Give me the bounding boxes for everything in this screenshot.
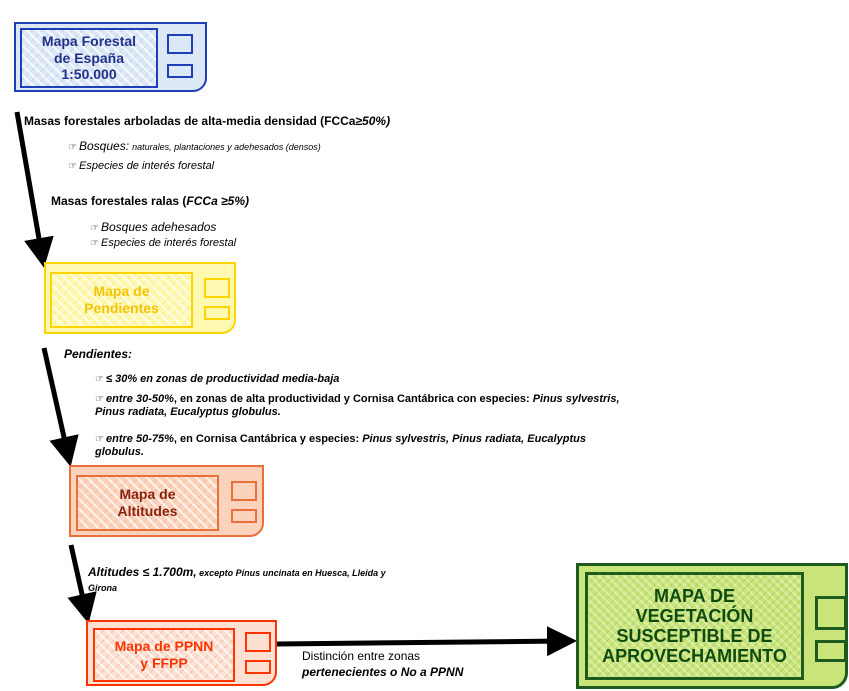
arrow-ppnn-to-vegetacion [276,626,577,657]
mapa-ppnn-side-square [245,632,271,652]
mapa-pendientes-box: Mapa de Pendientes [44,262,236,334]
step1b-heading-prefix: Masas forestales ralas ( [51,194,187,208]
mapa-vegetacion-line2: VEGETACIÓN [635,605,754,626]
step4-line1: Distinción entre zonas [302,649,421,663]
mapa-ppnn-line1: Mapa de PPNN [114,638,214,655]
mapa-ppnn-title: Mapa de PPNN y FFPP [93,628,235,682]
step1-especies-text: Especies de interés forestal [79,160,215,172]
step3-detail-2: Girona [88,583,118,593]
step2-item-3-species-b: globulus. [95,446,144,458]
mapa-vegetacion-title: MAPA DE VEGETACIÓN SUSCEPTIBLE DE APROVE… [585,572,804,680]
step2-item-2-range: entre 30-50% [106,393,174,405]
mapa-forestal-line3: 1:50.000 [61,66,117,83]
step1-bosques-label: Bosques: [79,139,130,153]
mapa-vegetacion-side-rect [815,640,847,662]
hand-pointer-icon: ☞ [95,374,104,385]
arrow-altitudes-to-ppnn [67,544,97,624]
step4-line2: pertenecientes o No a PPNN [302,665,464,679]
mapa-pendientes-line1: Mapa de [93,283,150,300]
step1-bosques-detail: naturales, plantaciones y adehesados (de… [132,142,321,152]
mapa-altitudes-side-square [231,481,257,501]
step2-item-1-text: ≤ 30% en zonas de productividad media-ba… [106,373,340,385]
step2-item-3-species-a: Pinus sylvestris, Pinus radiata, Eucalyp… [362,433,586,445]
mapa-forestal-title: Mapa Forestal de España 1:50.000 [20,28,158,88]
hand-pointer-icon: ☞ [95,434,104,445]
step2-item-3-desc: , en Cornisa Cantábrica y especies: [173,433,363,445]
step2-item-2-species-a: Pinus sylvestris, [532,393,620,405]
step1-heading-value: 50%) [362,114,391,128]
step2-item-2: ☞entre 30-50%, en zonas de alta producti… [95,393,620,418]
step1-bosques-item: ☞Bosques: naturales, plantaciones y adeh… [68,139,321,153]
hand-pointer-icon: ☞ [90,238,99,249]
mapa-pendientes-line2: Pendientes [84,300,159,316]
step1-heading: Masas forestales arboladas de alta-media… [24,114,390,128]
mapa-altitudes-box: Mapa de Altitudes [69,465,264,537]
step1b-item-2: ☞Especies de interés forestal [90,237,236,249]
mapa-ppnn-line2: y FFPP [140,655,188,671]
step2-heading: Pendientes: [64,347,133,361]
step1b-item-1-text: Bosques adehesados [101,220,217,234]
mapa-pendientes-side-square [204,278,230,298]
mapa-altitudes-title: Mapa de Altitudes [76,475,219,531]
step1b-heading: Masas forestales ralas (FCCa ≥5%) [51,194,249,208]
mapa-altitudes-side-rect [231,509,257,523]
mapa-vegetacion-box: MAPA DE VEGETACIÓN SUSCEPTIBLE DE APROVE… [576,563,848,689]
step1b-heading-value: FCCa ≥5%) [186,194,250,208]
step2-item-3-range: entre 50-75% [106,433,174,445]
step1-heading-prefix: Masas forestales arboladas de alta-media… [24,114,363,128]
step3-text: Altitudes ≤ 1.700m, excepto Pinus uncina… [88,565,386,596]
mapa-vegetacion-line3: SUSCEPTIBLE DE [616,626,773,646]
step3-main: Altitudes ≤ 1.700m, [88,565,197,579]
step1b-item-1: ☞Bosques adehesados [90,220,216,234]
arrow-pendientes-to-altitudes [41,347,79,467]
mapa-vegetacion-line1: MAPA DE [654,585,735,606]
mapa-forestal-line2: de España [53,49,125,66]
step1b-item-2-text: Especies de interés forestal [101,237,237,249]
mapa-pendientes-side-rect [204,306,230,320]
mapa-ppnn-box: Mapa de PPNN y FFPP [86,620,277,686]
mapa-forestal-side-square [167,34,193,54]
step3-detail: excepto Pinus uncinata en Huesca, Lleida… [196,568,386,578]
hand-pointer-icon: ☞ [68,142,77,153]
mapa-altitudes-line1: Mapa de [119,486,176,503]
hand-pointer-icon: ☞ [95,394,104,405]
step2-item-1: ☞≤ 30% en zonas de productividad media-b… [95,373,339,385]
mapa-vegetacion-side-square [815,596,847,630]
step2-item-2-desc: , en zonas de alta productividad y Corni… [173,393,533,405]
hand-pointer-icon: ☞ [68,161,77,172]
step2-item-2-species-b: Pinus radiata, Eucalyptus globulus. [95,406,281,418]
step2-item-3: ☞entre 50-75%, en Cornisa Cantábrica y e… [95,433,586,458]
mapa-altitudes-line2: Altitudes [117,503,178,519]
mapa-forestal-side-rect [167,64,193,78]
step4-text: Distinción entre zonas pertenecientes o … [302,648,463,680]
hand-pointer-icon: ☞ [90,223,99,234]
mapa-vegetacion-line4: APROVECHAMIENTO [602,646,787,667]
mapa-ppnn-side-rect [245,660,271,674]
mapa-forestal-line1: Mapa Forestal [41,32,137,49]
step1-especies-item: ☞Especies de interés forestal [68,160,214,172]
mapa-pendientes-title: Mapa de Pendientes [50,272,193,328]
arrow-forestal-to-pendientes [14,111,54,268]
mapa-forestal-box: Mapa Forestal de España 1:50.000 [14,22,207,92]
